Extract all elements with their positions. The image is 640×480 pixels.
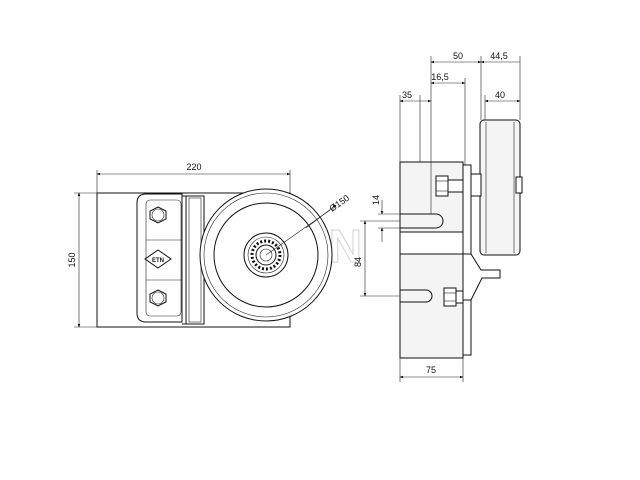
foot-bracket <box>462 253 501 301</box>
dim-14: 14 <box>371 195 381 205</box>
slot-bottom <box>400 289 433 303</box>
bolt-bracket <box>136 193 183 323</box>
slot-top <box>400 213 444 229</box>
hex-bolt-bottom <box>149 289 167 307</box>
side-nut-top <box>435 175 449 197</box>
dim-75: 75 <box>426 365 436 375</box>
dim-height: 150 <box>67 252 77 267</box>
bearing-balls <box>250 239 282 271</box>
logo-text: ETN <box>152 258 164 264</box>
dim-top-total: 50 <box>453 51 463 61</box>
dim-40: 40 <box>495 90 505 100</box>
front-view: ETN Ø150 220 150 <box>67 162 351 328</box>
dim-wheel-diameter: Ø150 <box>327 193 351 214</box>
side-nut-bottom <box>443 287 457 307</box>
dim-16-5: 16,5 <box>431 72 449 82</box>
dim-35: 35 <box>402 90 412 100</box>
wheel-hub <box>243 232 289 278</box>
side-view: 50 44,5 16,5 35 40 14 84 <box>353 51 523 382</box>
dim-84: 84 <box>353 257 363 267</box>
hex-bolt-top <box>149 206 167 224</box>
dim-top-right: 44,5 <box>490 51 508 61</box>
brand-logo: ETN <box>144 249 172 269</box>
dim-width: 220 <box>186 162 201 172</box>
